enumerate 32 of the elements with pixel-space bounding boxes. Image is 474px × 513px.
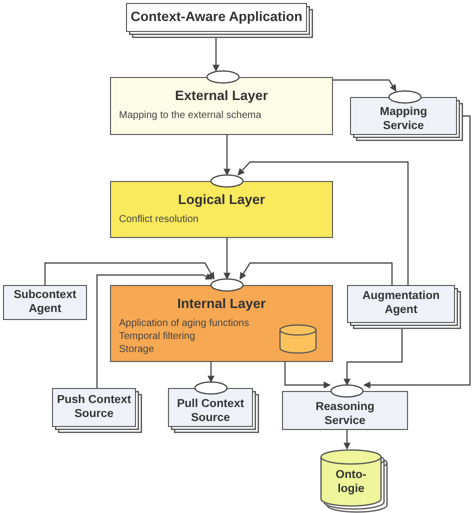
layer-description: Mapping to the external schema — [119, 109, 262, 122]
arrow — [224, 238, 230, 280]
layer-box — [110, 77, 333, 135]
node-label: Subcontext Agent — [12, 288, 78, 316]
layer-box — [110, 285, 333, 362]
arrow — [344, 430, 350, 450]
node-label: Onto- logie — [334, 469, 368, 497]
layer-description: Conflict resolution — [119, 213, 200, 226]
layer-title: External Layer — [174, 88, 270, 103]
node-label: Reasoning Service — [314, 400, 376, 428]
arrow — [44, 262, 215, 285]
layer-title: Logical Layer — [176, 192, 266, 207]
node-label: Augmentation Agent — [361, 290, 441, 318]
arrow — [224, 135, 230, 176]
layer-description: Storage — [119, 343, 156, 356]
layer-description: Application of aging functions — [119, 317, 250, 330]
arrow — [284, 362, 331, 388]
layer-title: Internal Layer — [176, 296, 267, 311]
process-box — [3, 285, 87, 320]
layer-box — [110, 181, 333, 238]
arrow — [96, 273, 213, 388]
node-label: Mapping Service — [378, 106, 428, 134]
node-label: Context-Aware Application — [130, 9, 302, 26]
layer-description: Temporal filtering — [119, 330, 196, 343]
arrow — [238, 161, 409, 285]
arrow — [208, 362, 214, 383]
arrow — [333, 79, 396, 92]
arrow — [363, 115, 471, 388]
arrow — [240, 262, 393, 285]
node-label: Pull Context Source — [176, 398, 246, 426]
process-box — [282, 391, 408, 430]
node-label: Push Context Source — [56, 394, 132, 422]
